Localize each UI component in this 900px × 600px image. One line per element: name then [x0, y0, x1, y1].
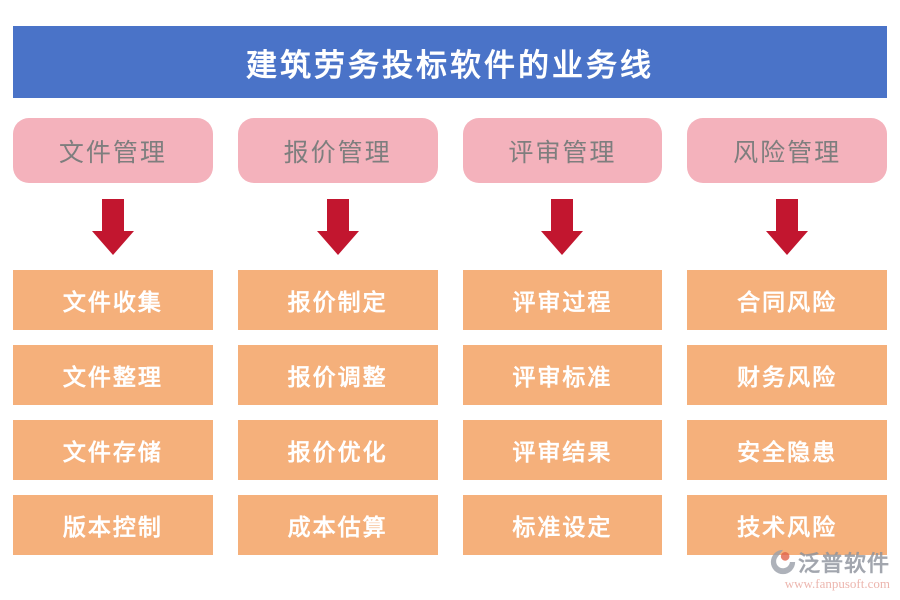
- category-box: 文件管理: [13, 118, 213, 183]
- item-box: 文件整理: [13, 345, 213, 405]
- item-box: 版本控制: [13, 495, 213, 555]
- item-box: 文件收集: [13, 270, 213, 330]
- item-box: 标准设定: [462, 495, 663, 555]
- item-box: 报价调整: [237, 345, 438, 405]
- vendor-name: 泛普软件: [797, 551, 890, 576]
- column-file-management: 文件管理 文件收集 文件整理 文件存储 版本控制: [13, 118, 213, 570]
- category-box: 风险管理: [687, 118, 887, 183]
- vendor-url: www.fanpusoft.com: [784, 576, 890, 591]
- item-box: 报价优化: [237, 420, 438, 480]
- down-arrow-icon: [238, 183, 438, 270]
- item-box: 文件存储: [13, 420, 213, 480]
- item-box: 合同风险: [687, 270, 887, 330]
- category-box: 报价管理: [237, 118, 438, 183]
- item-box: 报价制定: [237, 270, 438, 330]
- item-box: 安全隐患: [687, 420, 887, 480]
- item-box: 评审结果: [462, 420, 663, 480]
- item-box: 评审过程: [462, 270, 663, 330]
- columns-container: 文件管理 文件收集 文件整理 文件存储 版本控制 报价管理 报价制定 报价调整 …: [0, 118, 900, 570]
- item-box: 评审标准: [462, 345, 663, 405]
- column-risk-management: 风险管理 合同风险 财务风险 安全隐患 技术风险: [687, 118, 887, 570]
- down-arrow-icon: [463, 183, 663, 270]
- item-box: 技术风险: [687, 495, 887, 555]
- column-review-management: 评审管理 评审过程 评审标准 评审结果 标准设定: [462, 118, 663, 570]
- item-box: 成本估算: [237, 495, 438, 555]
- fanpu-logo-icon: [770, 549, 796, 575]
- down-arrow-icon: [687, 183, 887, 270]
- category-box: 评审管理: [462, 118, 663, 183]
- column-quote-management: 报价管理 报价制定 报价调整 报价优化 成本估算: [237, 118, 438, 570]
- down-arrow-icon: [13, 183, 213, 270]
- vendor-watermark: 泛普软件 www.fanpusoft.com: [770, 546, 890, 592]
- item-box: 财务风险: [687, 345, 887, 405]
- diagram-title: 建筑劳务投标软件的业务线: [13, 26, 887, 98]
